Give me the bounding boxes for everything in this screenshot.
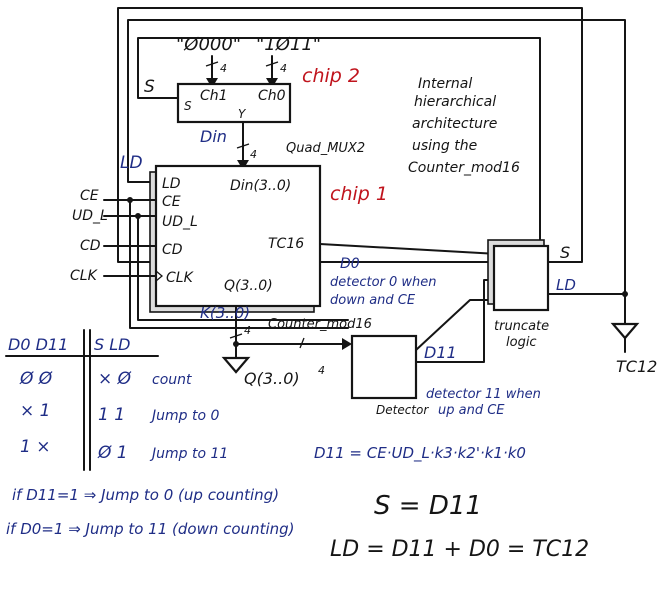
mux-port-ch1: Ch1 (200, 88, 228, 104)
wire-label-s-top: S (144, 77, 155, 97)
table-row-2-in: × 1 (20, 401, 50, 421)
d11-desc-line-1: detector 11 when (426, 387, 541, 402)
note-line-1: Internal (418, 76, 472, 92)
tc12-output-buffer (610, 322, 640, 340)
d0-desc-line-1: detector 0 when (330, 275, 437, 290)
mux-in1-width: 4 (220, 62, 227, 75)
clock-edge-icon (155, 270, 164, 282)
counter-pin-udl: UD_L (162, 214, 198, 230)
s-feedback-wire (137, 37, 541, 263)
counter-pin-cd: CD (162, 242, 183, 258)
counter-type-label: Counter_mod16 (268, 317, 372, 332)
ld-feedback-wire (127, 19, 626, 295)
equation-d11: D11 = CE·UD_L·k3·k2'·k1·k0 (314, 444, 526, 463)
table-row-3-action: Jump to 11 (149, 446, 228, 462)
table-row-1-action: count (152, 372, 192, 388)
truncate-label-2: logic (506, 335, 537, 350)
note-line-5: Counter_mod16 (408, 160, 520, 176)
table-row-1-in: Ø Ø (19, 369, 53, 389)
table-row-2-out: 1 1 (98, 405, 125, 425)
note-line-3: architecture (412, 116, 497, 132)
counter-pin-q: Q(3..0) (224, 278, 273, 294)
wire-label-ld-left: LD (120, 153, 143, 173)
k-bus-label: K(3..0) (200, 304, 250, 322)
counter-pin-ce: CE (162, 194, 181, 210)
detector-label: Detector (376, 403, 429, 417)
chip2-label: chip 2 (302, 65, 360, 87)
input-udl-label: UD_L (72, 208, 108, 224)
input-clk-label: CLK (70, 268, 99, 284)
d11-label: D11 (424, 343, 457, 362)
d0-label: D0 (340, 256, 360, 272)
detector-bus-width: 4 (318, 364, 325, 377)
mux-in0-width: 4 (280, 62, 287, 75)
din-bus-label: Din (200, 127, 227, 146)
counter-pin-ld: LD (162, 176, 181, 192)
tc12-output-label: TC12 (616, 357, 657, 376)
rule-d11: if D11=1 ⇒ Jump to 0 (up counting) (12, 486, 279, 504)
detector-arrow-icon (342, 338, 352, 350)
counter-pin-tc16: TC16 (268, 236, 304, 252)
input-cd-label: CD (80, 238, 101, 254)
ce-tap-wire (129, 199, 349, 329)
q-output-buffer (221, 356, 251, 374)
mux-port-s: S (184, 99, 192, 113)
outer-frame (117, 7, 583, 263)
input-ce-label: CE (80, 188, 99, 204)
truncate-logic-front (492, 244, 550, 312)
table-header-inputs: D0 D11 (8, 335, 68, 354)
counter-pin-clk: CLK (166, 270, 195, 286)
table-row-2-action: Jump to 0 (149, 408, 219, 424)
din-bus-width: 4 (250, 148, 257, 161)
tc16-wire (319, 243, 499, 255)
detector-block (350, 334, 418, 400)
d11-desc-line-2: up and CE (438, 403, 505, 418)
mux-input0-value: "1Ø11" (256, 34, 321, 55)
equation-ld: LD = D11 + D0 = TC12 (330, 537, 589, 562)
rule-d0: if D0=1 ⇒ Jump to 11 (down counting) (6, 520, 295, 538)
udl-tap-wire (137, 215, 349, 321)
note-line-4: using the (412, 138, 477, 154)
mux-type-label: Quad_MUX2 (286, 141, 365, 156)
wire-label-ld-right: LD (556, 276, 576, 294)
wire-label-s-right: S (560, 243, 570, 262)
table-header-outputs: S LD (94, 335, 130, 354)
truncate-label-1: truncate (494, 319, 549, 334)
table-row-1-out: × Ø (98, 369, 132, 389)
mux-port-ch0: Ch0 (258, 88, 286, 104)
counter-mod16-block (154, 164, 322, 308)
mux-port-y: Y (238, 107, 247, 121)
k-bus-width: 4 (244, 324, 251, 337)
table-row-3-in: 1 × (20, 437, 50, 457)
mux-input1-value: "Ø000" (176, 34, 241, 55)
counter-pin-din: Din(3..0) (230, 178, 291, 194)
table-row-3-out: Ø 1 (97, 443, 128, 463)
equation-s: S = D11 (374, 491, 482, 521)
quad-mux2-block (176, 82, 292, 124)
chip1-label: chip 1 (330, 183, 388, 205)
note-line-2: hierarchical (414, 94, 496, 110)
q-output-label: Q(3..0) (244, 369, 300, 388)
d0-desc-line-2: down and CE (330, 293, 416, 308)
